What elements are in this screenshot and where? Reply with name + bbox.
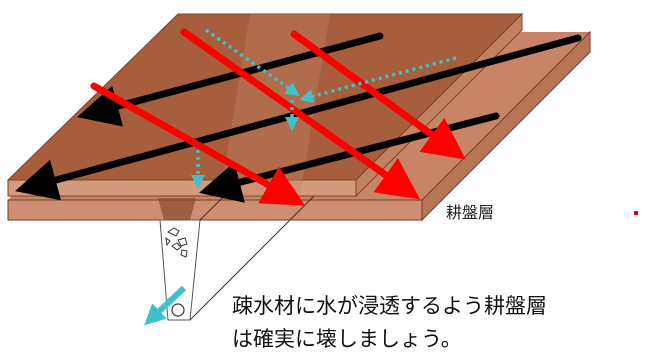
red-marker [634,211,638,215]
caption-line-2: は確実に壊しましょう。 [232,327,462,351]
water-outflow-arrow [144,285,187,326]
red-arrow-1 [290,30,466,160]
black-arrow-2 [15,34,582,201]
red-arrow-2 [180,28,420,200]
gravel-fill [165,227,188,258]
drain-pipe [171,303,185,317]
caption: 疎水材に水が浸透するよう耕盤層 は確実に壊しましょう。 [232,290,547,356]
caption-line-1: 疎水材に水が浸透するよう耕盤層 [232,294,547,318]
water-arrow-2 [299,56,457,103]
hardpan-layer-label: 耕盤層 [446,203,495,222]
breaking-arrows [90,28,466,206]
water-flow-arrows [191,28,457,189]
red-arrow-3 [90,82,306,206]
